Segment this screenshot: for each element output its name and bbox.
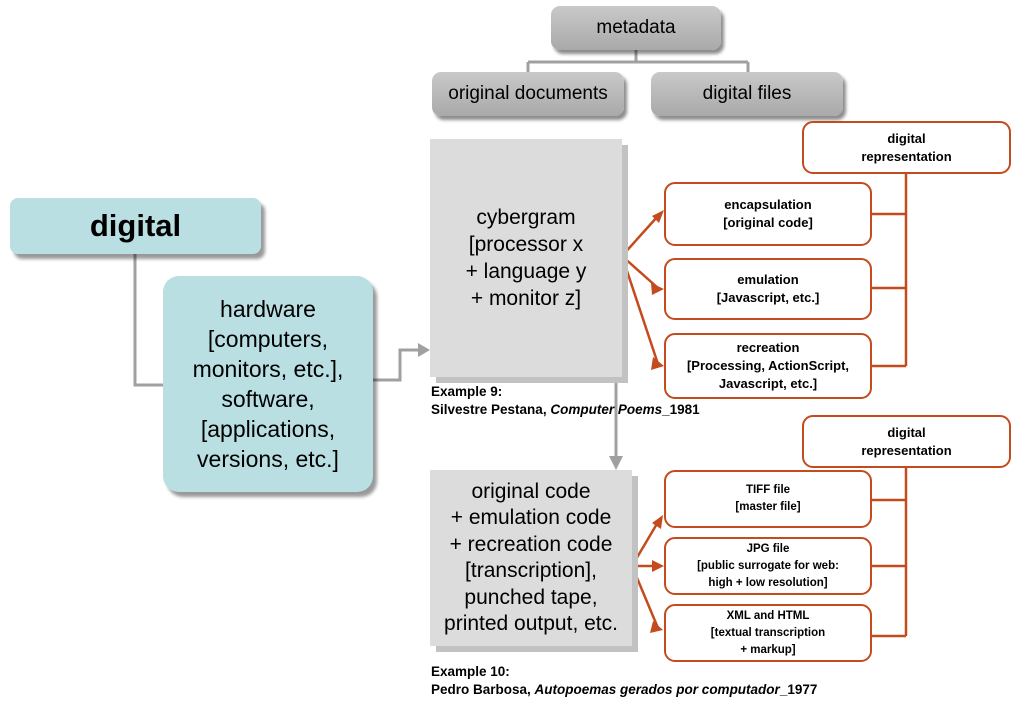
example9-author: Silvestre Pestana, bbox=[431, 402, 551, 417]
example9-label: Example 9: bbox=[431, 384, 503, 399]
metadata-box: metadata bbox=[551, 6, 721, 50]
tiff-box: TIFF file [master file] bbox=[664, 470, 872, 528]
example10-line: Pedro Barbosa, Autopoemas gerados por co… bbox=[431, 681, 817, 699]
hardware-label: hardware [computers, monitors, etc.], so… bbox=[192, 296, 344, 472]
digital-representation-top: digital representation bbox=[802, 121, 1011, 174]
example9-year: _1981 bbox=[662, 402, 700, 417]
recreation-box: recreation [Processing, ActionScript, Ja… bbox=[664, 333, 872, 399]
digital-representation-top-label: digital representation bbox=[861, 130, 952, 164]
digital-files-box: digital files bbox=[651, 72, 843, 116]
metadata-label: metadata bbox=[596, 17, 676, 38]
example10-label: Example 10: bbox=[431, 664, 510, 679]
original-code-label: original code + emulation code + recreat… bbox=[444, 479, 618, 636]
example10-year: _1977 bbox=[779, 682, 818, 697]
recreation-label: recreation [Processing, ActionScript, Ja… bbox=[686, 340, 850, 391]
digital-box: digital bbox=[10, 198, 261, 254]
original-code-box: original code + emulation code + recreat… bbox=[430, 470, 632, 646]
xml-box: XML and HTML [textual transcription + ma… bbox=[664, 604, 872, 662]
encapsulation-label: encapsulation [original code] bbox=[723, 197, 813, 230]
digital-files-label: digital files bbox=[702, 83, 792, 104]
example9-line: Silvestre Pestana, Computer Poems_1981 bbox=[431, 401, 700, 419]
emulation-label: emulation [Javascript, etc.] bbox=[716, 272, 820, 305]
encapsulation-box: encapsulation [original code] bbox=[664, 182, 872, 246]
digital-representation-bottom: digital representation bbox=[802, 415, 1011, 468]
digital-label: digital bbox=[89, 208, 182, 243]
cybergram-label: cybergram [processor x + language y + mo… bbox=[465, 206, 587, 310]
emulation-box: emulation [Javascript, etc.] bbox=[664, 258, 872, 320]
jpg-box: JPG file [public surrogate for web: high… bbox=[664, 537, 872, 595]
tiff-label: TIFF file [master file] bbox=[735, 484, 801, 513]
digital-representation-bottom-label: digital representation bbox=[861, 424, 952, 458]
example10-title: Autopoemas gerados por computador bbox=[534, 682, 780, 697]
xml-label: XML and HTML [textual transcription + ma… bbox=[710, 609, 826, 656]
example10-author: Pedro Barbosa, bbox=[431, 682, 535, 697]
jpg-label: JPG file [public surrogate for web: high… bbox=[697, 542, 839, 589]
example9-title: Computer Poems bbox=[550, 402, 663, 417]
example9-caption: Example 9: Silvestre Pestana, Computer P… bbox=[431, 383, 700, 419]
example10-caption: Example 10: Pedro Barbosa, Autopoemas ge… bbox=[431, 663, 817, 699]
original-documents-label: original documents bbox=[448, 83, 608, 104]
original-documents-box: original documents bbox=[432, 72, 624, 116]
cybergram-box: cybergram [processor x + language y + mo… bbox=[430, 139, 622, 377]
hardware-box: hardware [computers, monitors, etc.], so… bbox=[163, 276, 373, 492]
